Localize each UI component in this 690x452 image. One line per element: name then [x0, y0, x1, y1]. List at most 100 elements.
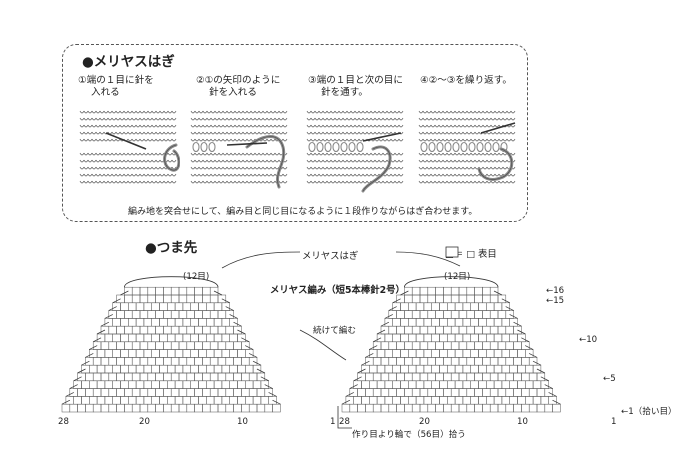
grid-cell — [501, 349, 510, 358]
grid-cell — [124, 325, 133, 335]
grid-cell — [450, 357, 460, 366]
grid-cell — [89, 364, 98, 374]
grid-cell — [190, 349, 199, 358]
stitch-loop — [490, 131, 500, 135]
graft-stitch — [492, 141, 500, 153]
stitch-loop — [346, 138, 356, 142]
stitch-loop — [222, 159, 232, 163]
grid-cell — [486, 396, 495, 405]
row-label-10: ←10 — [579, 335, 598, 345]
grid-cell — [108, 403, 117, 413]
grid-cell — [198, 302, 207, 311]
grid-cell — [552, 403, 561, 413]
stitch-loop — [262, 180, 272, 184]
decrease-mark — [81, 360, 90, 366]
stitch-loop — [79, 166, 89, 170]
grid-cell — [89, 380, 98, 389]
graft-arrow-left — [221, 251, 301, 269]
grid-cell — [439, 380, 448, 389]
continue-label: 続けて編む — [313, 326, 356, 336]
stitch-loop — [458, 131, 468, 135]
grid-cell — [112, 380, 121, 389]
grid-cell — [124, 372, 133, 382]
grid-cell — [353, 396, 362, 405]
grid-cell — [128, 380, 137, 389]
stitch-loop — [306, 152, 316, 156]
grid-cell — [435, 294, 444, 304]
stitch-loop — [426, 166, 436, 170]
grid-cell — [466, 286, 475, 296]
grid-cell — [245, 380, 254, 389]
grid-cell — [478, 364, 487, 374]
stitch-loop — [386, 117, 396, 121]
grid-cell — [439, 396, 448, 405]
grid-cell — [217, 325, 227, 335]
grid-cell — [202, 341, 211, 350]
stitch-loop — [362, 159, 372, 163]
stitch-loop — [314, 117, 324, 121]
decrease-mark — [365, 353, 374, 358]
stitch-loop — [95, 166, 105, 170]
stitch-loop — [135, 138, 145, 142]
grid-cell — [450, 325, 460, 335]
grid-cell — [372, 372, 382, 382]
stitch-loop — [262, 110, 272, 114]
grid-cell — [198, 396, 207, 405]
stitch-loop — [111, 138, 121, 142]
stitch-loop — [143, 110, 153, 114]
grid-cell — [474, 310, 483, 319]
grid-cell — [372, 403, 382, 413]
stitch-loop — [498, 180, 508, 184]
stitch-loop — [254, 159, 264, 163]
grid-cell — [517, 396, 526, 405]
grid-cell — [225, 388, 234, 397]
grid-cell — [427, 372, 436, 382]
stitch-loop — [214, 152, 224, 156]
grid-cell — [470, 380, 479, 389]
stitch-loop — [458, 110, 468, 114]
grid-cell — [466, 325, 475, 335]
stitch-loop — [442, 152, 452, 156]
stitch-loop — [278, 131, 288, 135]
grid-cell — [209, 310, 219, 319]
stitch-loop — [190, 110, 200, 114]
grid-cell — [384, 380, 393, 389]
stitch-loop — [362, 152, 372, 156]
grid-cell — [415, 364, 425, 374]
grid-cell — [112, 333, 121, 343]
decrease-mark — [380, 321, 390, 327]
row-label-1: ←1（拾い目） — [621, 407, 677, 417]
grid-cell — [96, 380, 106, 389]
stitch-loop — [262, 159, 272, 163]
stitch-loop — [458, 124, 468, 128]
grid-cell — [466, 357, 475, 366]
grid-cell — [178, 357, 188, 366]
grid-cell — [497, 310, 507, 319]
stitch-loop — [238, 180, 248, 184]
stitch-loop — [87, 131, 97, 135]
grid-cell — [202, 286, 211, 296]
stitch-loop — [426, 159, 436, 163]
grid-cell — [163, 310, 172, 319]
yarn-outline — [362, 146, 391, 192]
step-1-label: ①端の１目に針を入れる — [78, 75, 154, 98]
grid-cell — [170, 286, 180, 296]
grid-cell — [182, 349, 191, 358]
grid-cell — [482, 341, 491, 350]
decrease-mark — [493, 290, 503, 296]
stitch-loop — [490, 138, 500, 142]
grid-cell — [447, 364, 456, 374]
stitch-loop — [418, 138, 428, 142]
grid-cell — [384, 364, 393, 374]
grid-cell — [202, 388, 211, 397]
grid-cell — [470, 318, 479, 327]
grid-cell — [482, 310, 491, 319]
graft-stitch — [444, 141, 452, 153]
stitch-loop — [127, 131, 137, 135]
stitch-bracket — [124, 276, 219, 288]
stitch-loop — [222, 138, 232, 142]
grid-cell — [474, 388, 483, 397]
stitch-loop — [466, 180, 476, 184]
grid-cell — [178, 294, 188, 304]
stitch-loop — [450, 166, 460, 170]
